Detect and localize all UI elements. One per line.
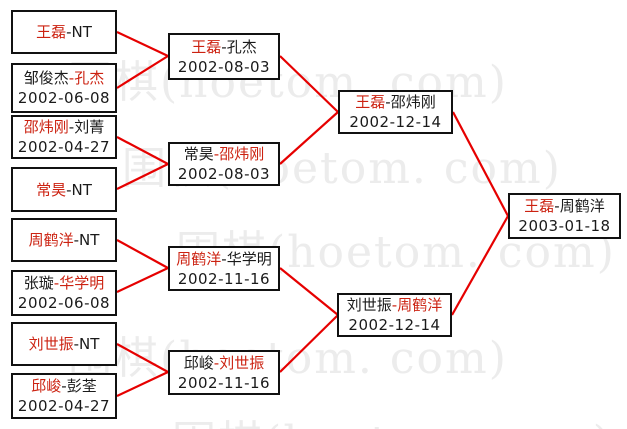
player-name: -彭荃 bbox=[61, 377, 97, 395]
match-date: 2002-06-08 bbox=[17, 89, 111, 107]
match-date: 2002-11-16 bbox=[177, 373, 271, 392]
match-players: 刘世振-周鹤洋 bbox=[347, 295, 442, 315]
bracket-line bbox=[451, 215, 509, 316]
match-box-r1-7[interactable]: 刘世振-NT bbox=[11, 322, 117, 366]
match-box-r1-3[interactable]: 邵炜刚-刘菁 2002-04-27 bbox=[11, 115, 117, 159]
match-date: 2002-08-03 bbox=[177, 165, 271, 183]
match-players: 邵炜刚-刘菁 bbox=[24, 117, 104, 137]
match-box-final[interactable]: 王磊-周鹤洋 2003-01-18 bbox=[508, 193, 621, 239]
player-name: 刘世振 bbox=[346, 296, 392, 314]
match-date: 2002-04-27 bbox=[17, 397, 111, 415]
match-box-r1-6[interactable]: 张璇-华学明 2002-06-08 bbox=[11, 270, 117, 316]
player-name: -NT bbox=[73, 231, 100, 249]
player-name: -NT bbox=[66, 180, 92, 199]
match-players: 王磊-NT bbox=[36, 22, 92, 42]
match-box-r2-1[interactable]: 王磊-孔杰 2002-08-03 bbox=[168, 33, 280, 80]
match-box-r1-5[interactable]: 周鹤洋-NT bbox=[11, 218, 117, 262]
match-players: 周鹤洋-NT bbox=[29, 230, 100, 250]
match-date: 2003-01-18 bbox=[518, 217, 611, 235]
winner-name: 邱峻 bbox=[31, 377, 62, 395]
bracket-line bbox=[116, 239, 169, 269]
player-name: 常昊 bbox=[183, 145, 214, 163]
match-players: 王磊-周鹤洋 bbox=[524, 196, 604, 216]
winner-name: -周鹤洋 bbox=[391, 296, 443, 314]
match-box-r1-8[interactable]: 邱峻-彭荃 2002-04-27 bbox=[11, 373, 117, 419]
match-box-r1-2[interactable]: 邹俊杰-孔杰 2002-06-08 bbox=[11, 63, 117, 113]
match-players: 邱峻-彭荃 bbox=[31, 376, 96, 396]
winner-name: -刘世振 bbox=[213, 353, 265, 372]
winner-name: 王磊 bbox=[355, 93, 386, 111]
match-date: 2002-11-16 bbox=[177, 269, 271, 288]
bracket-line bbox=[116, 371, 169, 397]
bracket-line bbox=[116, 31, 169, 57]
match-players: 邱峻-刘世振 bbox=[184, 353, 264, 373]
bracket-line bbox=[116, 55, 169, 89]
winner-name: -邵炜刚 bbox=[213, 145, 265, 163]
winner-name: -华学明 bbox=[53, 274, 105, 292]
match-players: 周鹤洋-华学明 bbox=[176, 249, 271, 269]
match-box-r1-4[interactable]: 常昊-NT bbox=[11, 167, 117, 212]
bracket-line bbox=[116, 343, 169, 373]
winner-name: 刘世振 bbox=[28, 335, 74, 353]
player-name: -周鹤洋 bbox=[554, 197, 605, 215]
match-players: 常昊-邵炜刚 bbox=[184, 144, 264, 164]
match-players: 张璇-华学明 bbox=[24, 273, 104, 293]
player-name: -NT bbox=[73, 335, 100, 353]
bracket-line-group bbox=[116, 31, 509, 397]
match-box-r2-2[interactable]: 常昊-邵炜刚 2002-08-03 bbox=[168, 142, 280, 186]
match-box-r2-4[interactable]: 邱峻-刘世振 2002-11-16 bbox=[168, 350, 280, 395]
bracket-line bbox=[279, 111, 339, 165]
match-players: 常昊-NT bbox=[36, 180, 92, 200]
winner-name: 王磊 bbox=[36, 23, 67, 41]
player-name: 邹俊杰 bbox=[23, 69, 69, 87]
winner-name: 周鹤洋 bbox=[28, 231, 74, 249]
winner-name: 邵炜刚 bbox=[23, 118, 69, 136]
match-box-sf-1[interactable]: 王磊-邵炜刚 2002-12-14 bbox=[338, 90, 453, 134]
bracket-line bbox=[279, 267, 339, 316]
bracket-line bbox=[279, 314, 339, 373]
match-players: 王磊-孔杰 bbox=[191, 37, 256, 57]
match-players: 刘世振-NT bbox=[29, 334, 100, 354]
winner-name: 周鹤洋 bbox=[176, 249, 222, 268]
winner-name: 王磊 bbox=[524, 197, 555, 215]
match-date: 2002-04-27 bbox=[17, 138, 111, 156]
match-date: 2002-12-14 bbox=[348, 316, 441, 334]
match-date: 2002-06-08 bbox=[17, 294, 111, 312]
player-name: -刘菁 bbox=[68, 118, 105, 136]
player-name: -NT bbox=[66, 23, 92, 41]
winner-name: -孔杰 bbox=[68, 69, 105, 87]
match-box-r2-3[interactable]: 周鹤洋-华学明 2002-11-16 bbox=[168, 246, 280, 291]
match-date: 2002-08-03 bbox=[177, 57, 271, 76]
player-name: -孔杰 bbox=[221, 37, 257, 56]
match-players: 邹俊杰-孔杰 bbox=[24, 68, 104, 88]
player-name: -邵炜刚 bbox=[385, 93, 436, 111]
player-name: -华学明 bbox=[221, 249, 272, 268]
player-name: 张璇 bbox=[23, 274, 54, 292]
match-date: 2002-12-14 bbox=[349, 113, 442, 131]
bracket-line bbox=[116, 136, 169, 165]
match-players: 王磊-邵炜刚 bbox=[355, 92, 435, 112]
winner-name: 王磊 bbox=[191, 37, 222, 56]
bracket-line bbox=[116, 163, 169, 190]
bracket-line bbox=[452, 111, 509, 217]
bracket-line bbox=[279, 55, 339, 113]
player-name: 邱峻 bbox=[183, 353, 214, 372]
bracket-line bbox=[116, 267, 169, 293]
winner-name: 常昊 bbox=[36, 180, 67, 199]
match-box-r1-1[interactable]: 王磊-NT bbox=[11, 10, 117, 54]
match-box-sf-2[interactable]: 刘世振-周鹤洋 2002-12-14 bbox=[337, 293, 452, 337]
